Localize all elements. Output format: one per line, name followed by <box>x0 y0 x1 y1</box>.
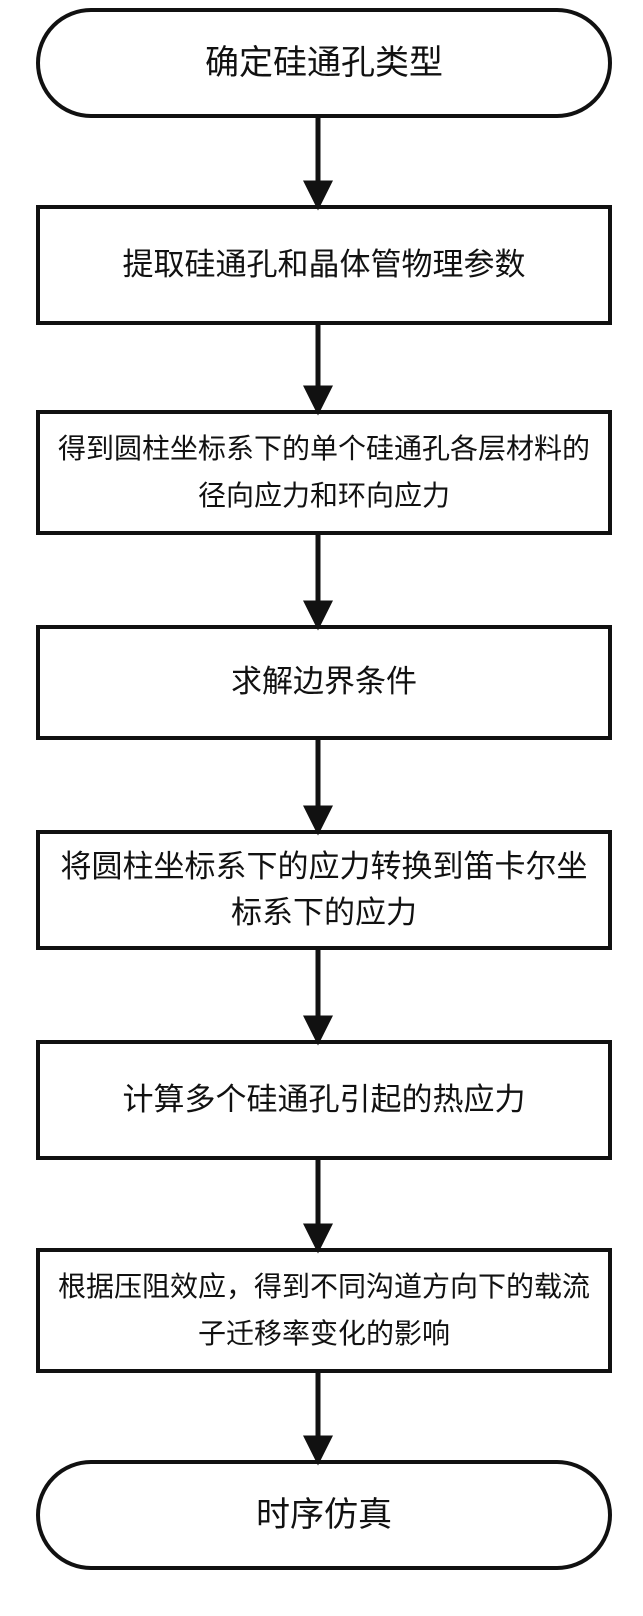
step-piezoresistive-mobility-label: 根据压阻效应，得到不同沟道方向下的载流子迁移率变化的影响 <box>57 1270 590 1350</box>
step-boundary-conditions: 求解边界条件 <box>36 625 612 740</box>
step-coordinate-transform: 将圆柱坐标系下的应力转换到笛卡尔坐标系下的应力 <box>36 830 612 950</box>
step-boundary-conditions-label: 求解边界条件 <box>231 664 417 701</box>
step-stress-cylindrical-label: 得到圆柱坐标系下的单个硅通孔各层材料的径向应力和环向应力 <box>57 432 590 512</box>
end-node-label: 时序仿真 <box>256 1494 392 1535</box>
step-stress-cylindrical: 得到圆柱坐标系下的单个硅通孔各层材料的径向应力和环向应力 <box>36 410 612 535</box>
start-node-label: 确定硅通孔类型 <box>205 42 443 83</box>
step-extract-parameters-label: 提取硅通孔和晶体管物理参数 <box>122 246 526 283</box>
start-node: 确定硅通孔类型 <box>36 8 612 118</box>
step-extract-parameters: 提取硅通孔和晶体管物理参数 <box>36 205 612 325</box>
step-coordinate-transform-label: 将圆柱坐标系下的应力转换到笛卡尔坐标系下的应力 <box>60 848 588 932</box>
step-piezoresistive-mobility: 根据压阻效应，得到不同沟道方向下的载流子迁移率变化的影响 <box>36 1248 612 1373</box>
end-node: 时序仿真 <box>36 1460 612 1570</box>
step-thermal-stress-label: 计算多个硅通孔引起的热应力 <box>122 1081 526 1118</box>
